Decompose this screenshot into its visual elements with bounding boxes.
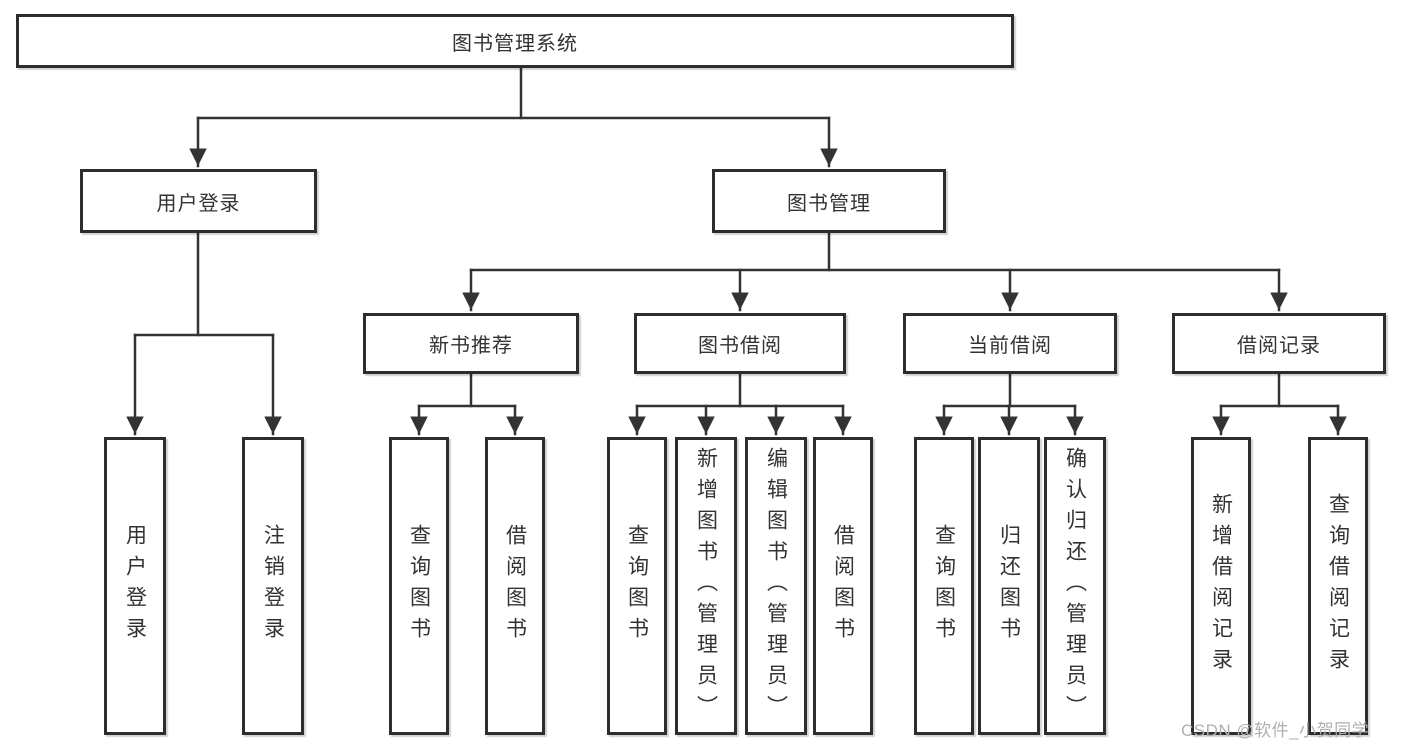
csdn-watermark: CSDN @软件_小贺同学: [1181, 721, 1370, 740]
node-book-management: 图书管理: [712, 169, 946, 233]
node-label: 新增借阅记录: [1209, 493, 1233, 679]
node-label: 当前借阅: [968, 335, 1052, 357]
leaf-user-login: 用户登录: [104, 437, 166, 735]
node-label: 图书管理系统: [452, 32, 578, 55]
node-root-system: 图书管理系统: [16, 14, 1014, 68]
leaf-current-query-books: 查询图书: [914, 437, 974, 735]
node-label: 图书借阅: [698, 335, 782, 357]
node-label: 新书推荐: [429, 335, 513, 357]
connector-current-borrow-to-leaves: [935, 372, 1084, 436]
leaf-borrow-borrow-books: 借阅图书: [813, 437, 873, 735]
leaf-logout: 注销登录: [242, 437, 304, 735]
node-label: 归还图书: [997, 524, 1021, 648]
node-label: 借阅图书: [503, 524, 527, 648]
node-current-borrowing: 当前借阅: [903, 313, 1117, 374]
node-label: 查询图书: [625, 524, 649, 648]
leaf-current-confirm-return-admin: 确认归还（管理员）: [1044, 437, 1106, 735]
leaf-borrow-add-books-admin: 新增图书（管理员）: [675, 437, 737, 735]
node-label: 查询图书: [407, 524, 431, 648]
connector-user-login-to-leaves: [126, 231, 282, 436]
leaf-borrow-edit-books-admin: 编辑图书（管理员）: [745, 437, 807, 735]
node-label: 用户登录: [156, 192, 241, 215]
connector-book-mgmt-to-level3: [462, 231, 1288, 312]
connector-root-to-level2: [189, 66, 838, 168]
node-label: 借阅图书: [831, 524, 855, 648]
node-label: 注销登录: [261, 524, 285, 648]
leaf-newbook-query-books: 查询图书: [389, 437, 449, 735]
connector-borrow-record-to-leaves: [1212, 372, 1347, 436]
leaf-record-query: 查询借阅记录: [1308, 437, 1368, 735]
node-book-borrowing: 图书借阅: [634, 313, 846, 374]
node-label: 编辑图书（管理员）: [764, 446, 788, 726]
node-label: 确认归还（管理员）: [1063, 446, 1087, 726]
node-borrowing-records: 借阅记录: [1172, 313, 1386, 374]
node-label: 用户登录: [123, 524, 147, 648]
leaf-current-return-books: 归还图书: [978, 437, 1040, 735]
leaf-borrow-query-books: 查询图书: [607, 437, 667, 735]
connector-new-book-to-leaves: [410, 372, 524, 436]
connector-book-borrow-to-leaves: [628, 372, 852, 436]
node-label: 查询图书: [932, 524, 956, 648]
leaf-newbook-borrow-books: 借阅图书: [485, 437, 545, 735]
node-label: 图书管理: [787, 192, 871, 215]
node-user-login: 用户登录: [80, 169, 317, 233]
node-label: 新增图书（管理员）: [694, 446, 718, 726]
node-label: 借阅记录: [1237, 335, 1321, 357]
node-label: 查询借阅记录: [1326, 493, 1350, 679]
leaf-record-add: 新增借阅记录: [1191, 437, 1251, 735]
node-new-book-recommend: 新书推荐: [363, 313, 579, 374]
